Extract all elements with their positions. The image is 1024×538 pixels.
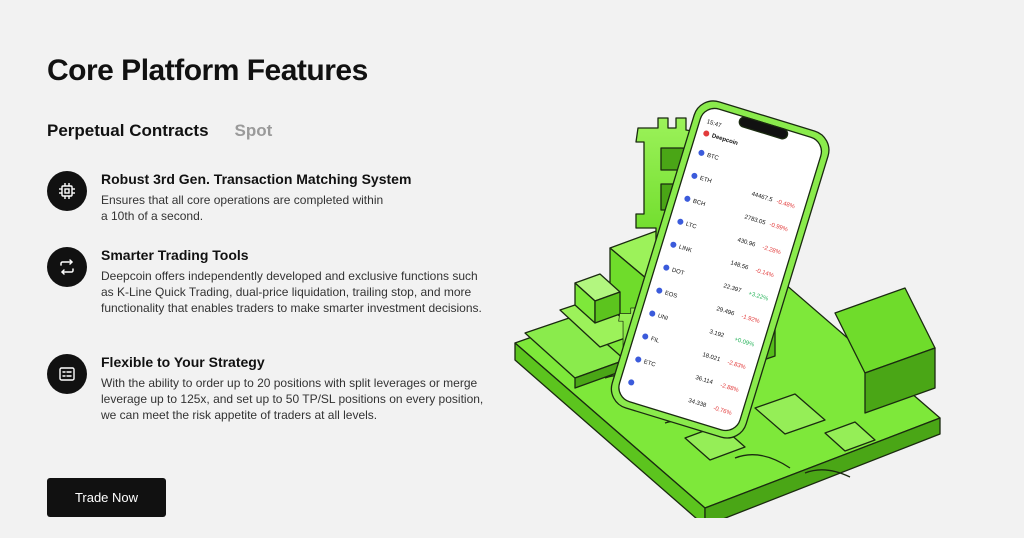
phone-row-change: +0.09% xyxy=(733,337,755,349)
trade-now-button[interactable]: Trade Now xyxy=(47,478,166,517)
phone-row-change: -2.88% xyxy=(719,383,740,394)
coin-icon xyxy=(663,264,670,271)
phone-row-price: 430.96 xyxy=(737,237,757,248)
phone-row-sym: BTC xyxy=(706,153,720,162)
phone-row-sym: DOT xyxy=(671,268,685,278)
phone-time: 15:47 xyxy=(706,119,723,129)
crypto-phone-illustration: 15:47 Deepcoin BTCETH44467.5-0.48%BCH278… xyxy=(514,100,941,518)
phone-row-price: 148.56 xyxy=(730,260,750,271)
phone-row-sym: UNI xyxy=(657,313,669,322)
feature-item: Flexible to Your Strategy With the abili… xyxy=(47,354,487,423)
phone-market-row: UNI 3.192 +0.09% xyxy=(649,310,755,349)
phone-row-change: -0.14% xyxy=(754,268,775,279)
page-title: Core Platform Features xyxy=(47,54,368,87)
swap-arrows-icon xyxy=(47,247,87,287)
coin-icon xyxy=(670,241,677,248)
coin-icon xyxy=(656,287,663,294)
feature-item: Smarter Trading Tools Deepcoin offers in… xyxy=(47,247,487,316)
phone-market-row: BTC xyxy=(698,149,720,162)
phone-row-change: -0.48% xyxy=(775,199,796,210)
feature-title: Robust 3rd Gen. Transaction Matching Sys… xyxy=(101,171,412,187)
phone-row-change: -0.76% xyxy=(712,406,733,417)
coin-icon xyxy=(635,356,642,363)
phone-row-sym: ETC xyxy=(643,359,657,368)
phone-row-change: -1.92% xyxy=(740,314,761,325)
coin-icon xyxy=(649,310,656,317)
coin-icon xyxy=(684,195,691,202)
terminal-window-icon xyxy=(47,354,87,394)
phone-market-row: LTC 430.96 -2.28% xyxy=(677,218,782,256)
phone-row-price: 29.496 xyxy=(716,306,736,317)
phone-row-change: -2.28% xyxy=(761,245,782,256)
coin-icon xyxy=(691,172,698,179)
phone-market-row: DOT 22.397 +3.22% xyxy=(663,264,769,303)
phone-market-row: ETC 36.114 -2.88% xyxy=(635,356,740,394)
phone-market-row: 34.338 -0.76% xyxy=(628,379,733,417)
phone-row-sym: LINK xyxy=(678,245,693,255)
phone-row-sym: FIL xyxy=(650,336,661,344)
coin-icon xyxy=(698,149,705,156)
feature-title: Flexible to Your Strategy xyxy=(101,354,265,370)
feature-description: Ensures that all core operations are com… xyxy=(101,193,384,223)
phone-row-sym: EOS xyxy=(664,290,678,299)
feature-title: Smarter Trading Tools xyxy=(101,247,249,263)
phone-market-row: EOS 29.496 -1.92% xyxy=(656,287,761,325)
phone-row-change: +3.22% xyxy=(747,291,769,303)
coin-icon xyxy=(628,379,635,386)
phone-row-price: 3.192 xyxy=(709,329,726,339)
phone-row-price: 22.397 xyxy=(723,283,743,294)
phone-row-price: 34.338 xyxy=(687,398,707,409)
tab-spot[interactable]: Spot xyxy=(234,121,273,140)
phone-row-sym: ETH xyxy=(699,176,712,185)
phone-row-change: -0.99% xyxy=(768,222,789,233)
tab-perpetual-contracts[interactable]: Perpetual Contracts xyxy=(47,121,209,140)
phone-row-sym: BCH xyxy=(692,199,706,208)
phone-row-sym: LTC xyxy=(685,222,698,231)
coin-icon xyxy=(677,218,684,225)
feature-item: Robust 3rd Gen. Transaction Matching Sys… xyxy=(47,171,487,224)
phone-market-row: LINK 148.56 -0.14% xyxy=(670,241,775,279)
phone-row-price: 36.114 xyxy=(694,375,714,386)
phone-row-price: 18.021 xyxy=(701,352,721,363)
feature-description: Deepcoin offers independently developed … xyxy=(101,269,482,315)
feature-description: With the ability to order up to 20 posit… xyxy=(101,376,484,422)
phone-market-row: FIL 18.021 -2.83% xyxy=(642,333,747,371)
chip-icon xyxy=(47,171,87,211)
coin-icon xyxy=(642,333,649,340)
feature-tabs: Perpetual Contracts Spot xyxy=(47,121,272,141)
phone-row-change: -2.83% xyxy=(726,360,747,371)
